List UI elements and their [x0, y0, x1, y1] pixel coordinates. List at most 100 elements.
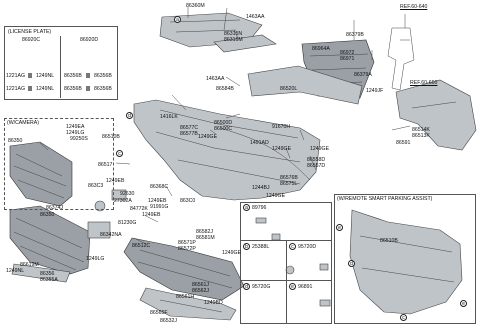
part-label[interactable]: 86558D: [307, 157, 326, 163]
part-label[interactable]: 27302A: [114, 198, 132, 204]
marker-d: d: [126, 112, 133, 119]
part-label[interactable]: 86355A: [40, 277, 58, 283]
part-label[interactable]: 863C3: [88, 183, 104, 189]
marker-e: e: [460, 300, 467, 307]
part-label[interactable]: 81230G: [118, 220, 137, 226]
license-row2-c1: 1221AG: [6, 86, 26, 92]
part-label[interactable]: 86575L: [280, 181, 298, 187]
license-row2-c4: 86356B: [94, 86, 112, 92]
part-label[interactable]: 86512C: [132, 243, 151, 249]
part-label[interactable]: 86557D: [307, 163, 326, 169]
part-label[interactable]: 91670H: [272, 124, 291, 130]
part-label[interactable]: 1249LG: [86, 256, 105, 262]
part-label[interactable]: 86379B: [346, 32, 364, 38]
part-label[interactable]: 86342NA: [100, 232, 122, 238]
part-label[interactable]: 86350: [8, 138, 23, 144]
part-label[interactable]: 86500C: [214, 126, 233, 132]
part-label[interactable]: 86562J: [192, 288, 210, 294]
camera-box: [4, 118, 114, 210]
part-label[interactable]: 86971: [340, 56, 355, 62]
license-row2-c3: 86356B: [64, 86, 82, 92]
part-label[interactable]: 86561J: [192, 282, 210, 288]
cover-part: [213, 34, 277, 53]
part-label[interactable]: 86513K: [412, 133, 430, 139]
part-label[interactable]: 1249EB: [142, 212, 161, 218]
part-label[interactable]: 86591: [396, 140, 411, 146]
part-label[interactable]: 86571P: [178, 240, 196, 246]
part-label[interactable]: 86532J: [160, 318, 178, 324]
part-label[interactable]: 86379A: [354, 72, 372, 78]
callout-c: c: [289, 243, 296, 250]
part-label[interactable]: 1249GE: [266, 193, 286, 199]
part-label[interactable]: 86520L: [280, 86, 298, 92]
part-label[interactable]: 1249EB: [148, 198, 167, 204]
license-plate-col-left: 86920C: [22, 37, 41, 43]
part-label[interactable]: 86374J: [46, 205, 64, 211]
part-label[interactable]: 86350: [40, 212, 55, 218]
part-label[interactable]: 1249LG: [66, 130, 85, 136]
part-label[interactable]: 86565F: [150, 310, 168, 316]
part-label[interactable]: 92630: [120, 191, 135, 197]
callout-b-code: 25388L: [252, 244, 270, 250]
part-label[interactable]: 86510B: [102, 134, 120, 140]
part-label[interactable]: 86972: [340, 50, 355, 56]
screw-icon: [28, 86, 32, 91]
part-label[interactable]: 86576B: [280, 175, 298, 181]
part-label[interactable]: 86582J: [196, 229, 214, 235]
part-label[interactable]: 86360M: [186, 3, 205, 9]
part-label[interactable]: 1416LK: [160, 114, 178, 120]
license-row1-c4: 86356B: [94, 73, 112, 79]
part-label[interactable]: 91991G: [150, 204, 169, 210]
camera-grille-part: [9, 141, 73, 207]
license-row2-c2: 1249NL: [36, 86, 55, 92]
parking-title: (W/REMOTE SMART PARKING ASSIST): [337, 196, 433, 202]
part-label[interactable]: 84772K: [130, 206, 148, 212]
clip-icon: [86, 86, 90, 91]
license-plate-col-right: 86920D: [80, 37, 99, 43]
license-row1-c2: 1249NL: [36, 73, 55, 79]
part-label[interactable]: 86619M: [20, 262, 39, 268]
part-label[interactable]: 1463AA: [246, 14, 265, 20]
parking-part-label: 86510B: [380, 238, 398, 244]
license-plate-divider: [60, 36, 61, 98]
part-label[interactable]: 86964A: [312, 46, 330, 52]
part-label[interactable]: 86315N: [224, 31, 243, 37]
license-row1-c1: 1221AG: [6, 73, 26, 79]
part-label[interactable]: 86514K: [412, 127, 430, 133]
part-label[interactable]: 86500D: [214, 120, 233, 126]
part-label[interactable]: 86517: [98, 162, 113, 168]
part-label[interactable]: 86572P: [178, 246, 196, 252]
part-label[interactable]: 86584B: [216, 86, 234, 92]
part-label[interactable]: 86356: [40, 271, 55, 277]
part-label[interactable]: 1249NL: [6, 268, 25, 274]
part-label[interactable]: 1249BD: [204, 300, 223, 306]
part-label[interactable]: 1249GE: [222, 250, 242, 256]
part-label[interactable]: 1244BJ: [252, 185, 270, 191]
part-label[interactable]: 86316M: [224, 37, 243, 43]
marker-a: a: [174, 16, 181, 23]
part-label[interactable]: 863C0: [180, 198, 196, 204]
part-label[interactable]: 1249JF: [366, 88, 384, 94]
part-label[interactable]: 1463AA: [206, 76, 225, 82]
part-label[interactable]: 86561H: [176, 294, 195, 300]
part-label[interactable]: 86368C: [150, 184, 169, 190]
part-label[interactable]: 1491AD: [250, 140, 269, 146]
part-label[interactable]: 86577C: [180, 125, 199, 131]
clip-icon: [86, 73, 90, 78]
callout-e-code: 96891: [298, 284, 313, 290]
part-label[interactable]: 1249GE: [272, 146, 292, 152]
ref-label-top[interactable]: REF.60-640: [400, 4, 428, 10]
part-label[interactable]: 1249EA: [66, 124, 85, 130]
part-label[interactable]: 86581M: [196, 235, 215, 241]
part-label[interactable]: 86577B: [180, 131, 198, 137]
part-label[interactable]: 1249GE: [198, 134, 218, 140]
callout-a: a: [243, 204, 250, 211]
license-plate-title: (LICENSE PLATE): [8, 29, 52, 35]
radiator-grille-part: [9, 205, 91, 275]
part-label[interactable]: 1249GE: [310, 146, 330, 152]
ref-label-mid[interactable]: REF.60-660: [410, 80, 438, 86]
part-label[interactable]: 99250S: [70, 136, 88, 142]
part-label[interactable]: 1249EB: [106, 178, 125, 184]
callout-a-code: 89796: [252, 205, 267, 211]
